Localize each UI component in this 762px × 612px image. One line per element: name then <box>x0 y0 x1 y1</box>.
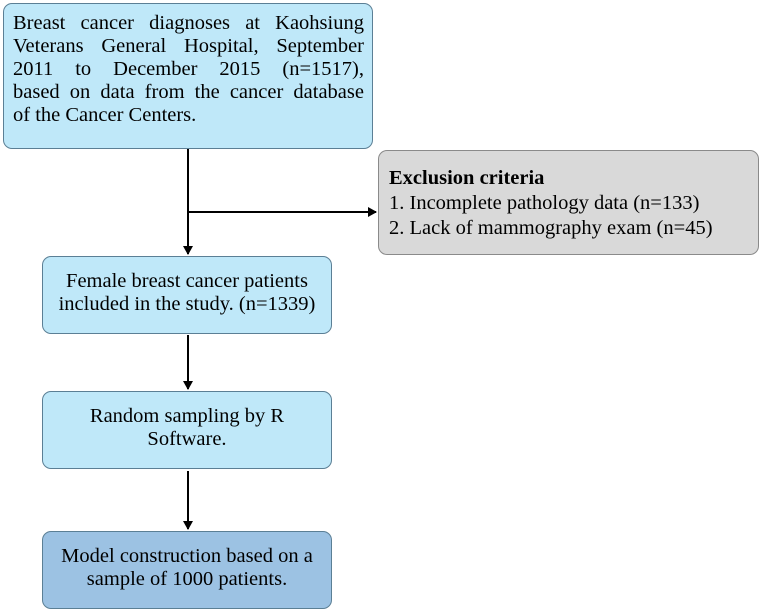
source-population-box: Breast cancer diagnoses at Kaohsiung Vet… <box>3 3 373 149</box>
exclusion-criteria-box: Exclusion criteria 1. Incomplete patholo… <box>378 150 759 255</box>
model-line-1: Model construction based on a <box>61 545 313 567</box>
model-construction-box: Model construction based on a sample of … <box>42 531 332 609</box>
included-patients-box: Female breast cancer patients included i… <box>42 256 332 334</box>
sampling-line-2: Software. <box>147 428 227 450</box>
source-line-5: of the Cancer Centers. <box>13 104 197 126</box>
model-line-2: sample of 1000 patients. <box>86 568 288 590</box>
exclusion-title: Exclusion criteria <box>389 167 545 189</box>
exclusion-item-1: 1. Incomplete pathology data (n=133) <box>389 192 700 214</box>
source-line-1: Breast cancer diagnoses at Kaohsiung <box>13 12 364 34</box>
source-line-3: 2011 to December 2015 (n=1517), <box>13 58 364 80</box>
source-line-2: Veterans General Hospital, September <box>13 35 364 57</box>
exclusion-item-2: 2. Lack of mammography exam (n=45) <box>389 217 713 239</box>
source-line-4: based on data from the cancer database <box>13 81 364 103</box>
included-line-2: included in the study. (n=1339) <box>58 293 316 315</box>
included-line-1: Female breast cancer patients <box>66 270 308 292</box>
random-sampling-box: Random sampling by R Software. <box>42 391 332 469</box>
sampling-line-1: Random sampling by R <box>89 405 285 427</box>
